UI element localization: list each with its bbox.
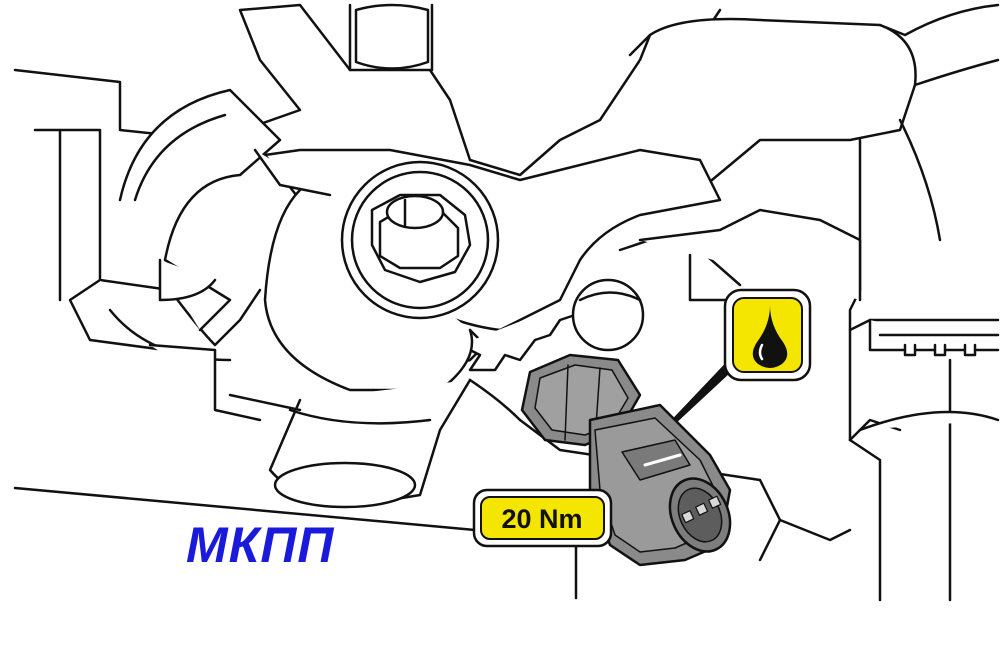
oil-callout bbox=[723, 288, 812, 382]
lower-shaft bbox=[228, 378, 522, 509]
pivot-hub bbox=[263, 160, 500, 392]
plug-cap bbox=[571, 278, 645, 352]
shift-lever-assembly bbox=[33, 88, 282, 422]
transmission-caption: МКПП bbox=[186, 517, 335, 573]
oil-drop-icon bbox=[752, 305, 788, 368]
torque-value: 20 Nm bbox=[501, 504, 582, 534]
torque-callout: 20 Nm bbox=[472, 488, 613, 548]
oil-pressure-sensor bbox=[520, 353, 732, 567]
